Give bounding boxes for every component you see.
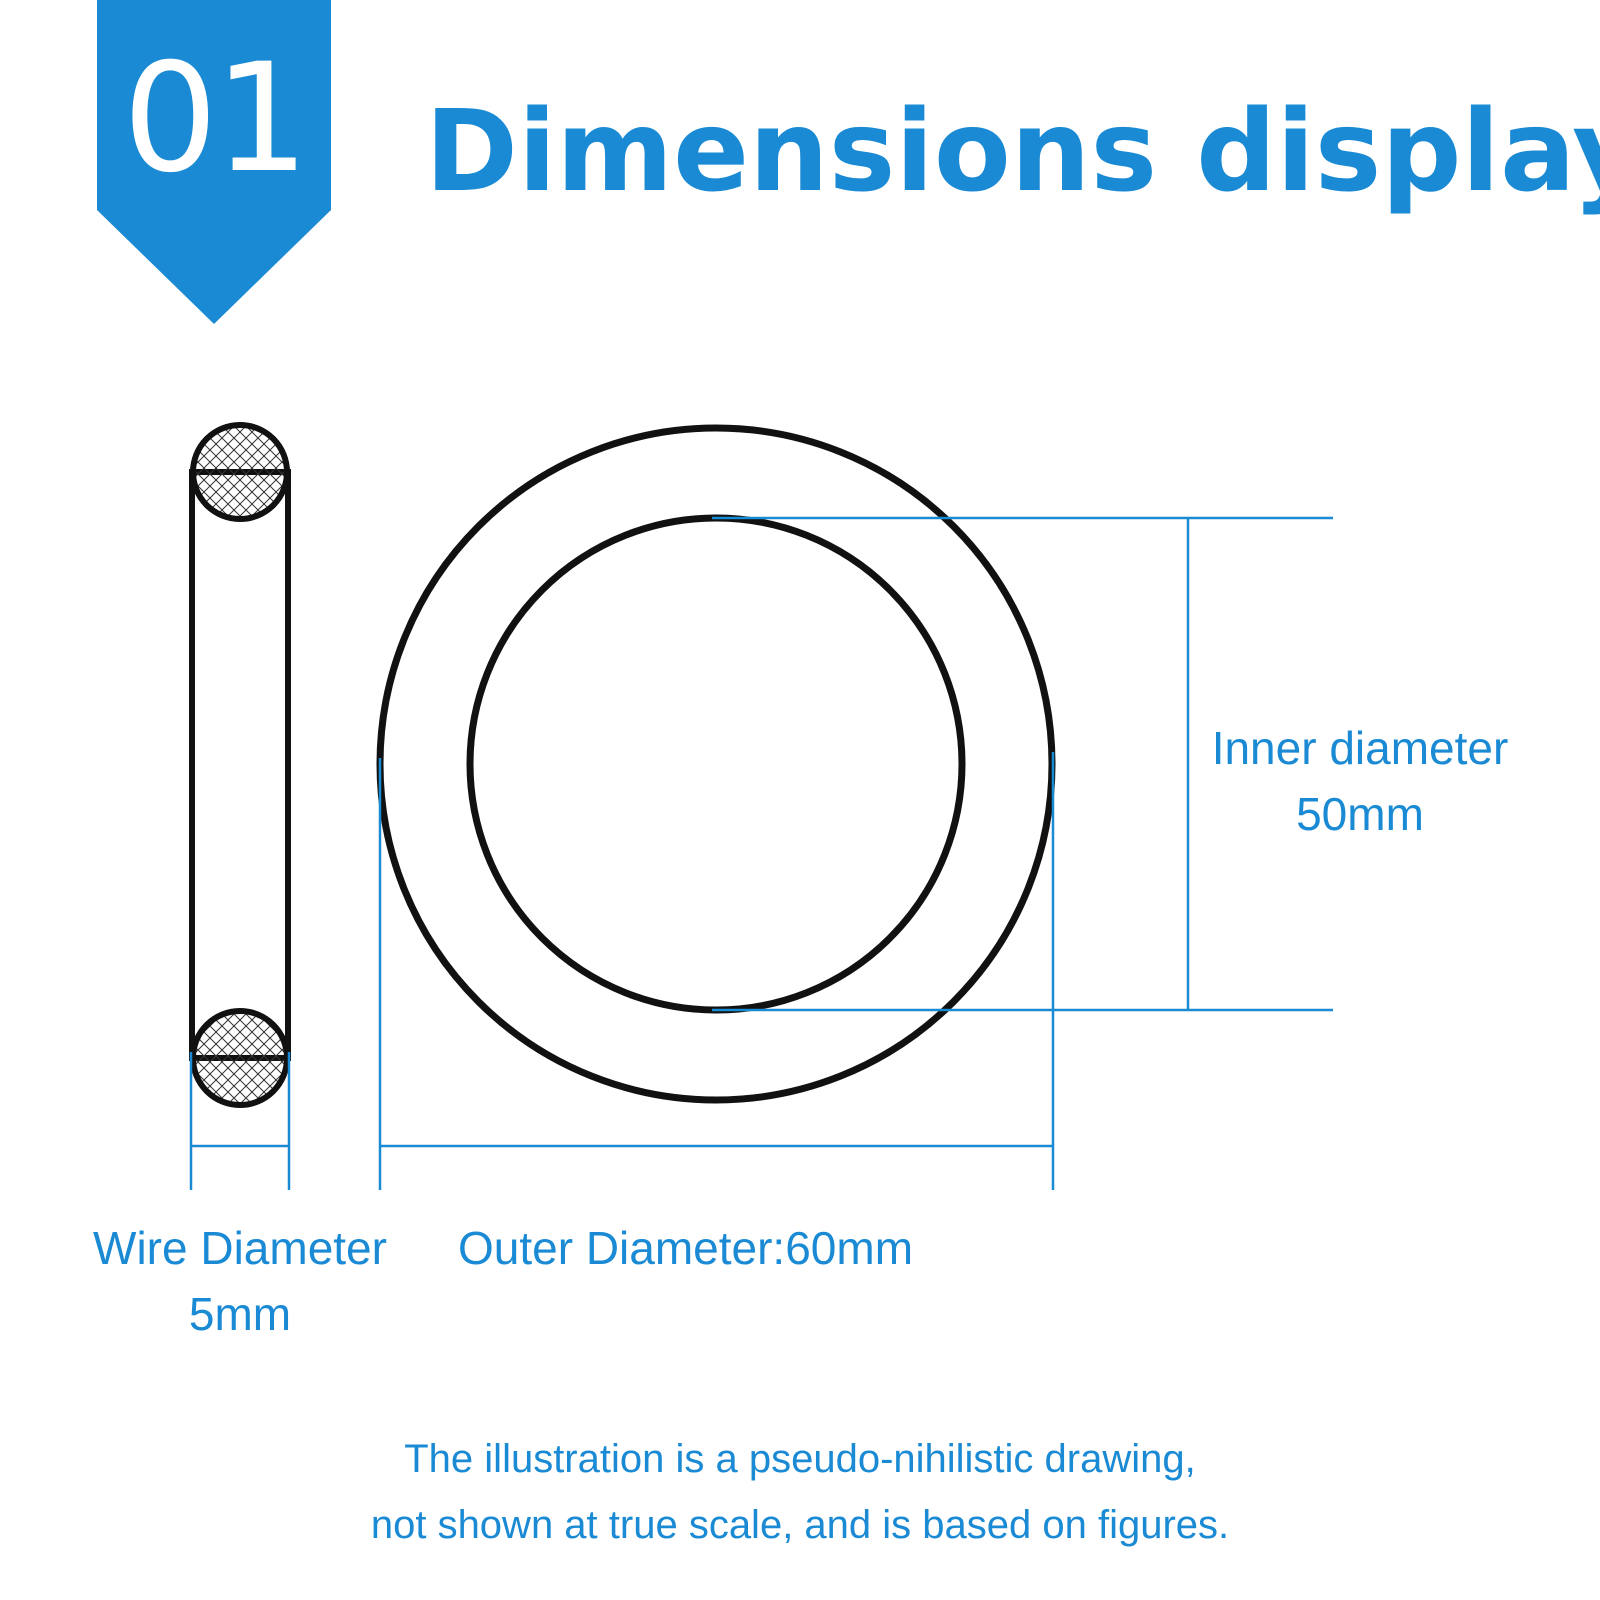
section-badge: 01 — [97, 0, 331, 324]
scale-note: The illustration is a pseudo-nihilistic … — [200, 1426, 1400, 1558]
scale-note-line-1: The illustration is a pseudo-nihilistic … — [404, 1437, 1196, 1481]
scale-note-line-2: not shown at true scale, and is based on… — [370, 1503, 1230, 1547]
wire-diameter-label: Wire Diameter 5mm — [60, 1215, 420, 1347]
badge-shape — [97, 0, 331, 324]
cross-section-bottom — [190, 1008, 290, 1108]
inner-diameter-label: Inner diameter 50mm — [1180, 715, 1540, 847]
dimension-lines — [189, 516, 1333, 1190]
side-view-body — [189, 469, 291, 1061]
inner-diameter-value: 50mm — [1296, 788, 1424, 840]
outer-circle — [376, 424, 1056, 1104]
inner-diameter-name: Inner diameter — [1211, 722, 1509, 774]
inner-circle — [466, 514, 966, 1014]
wire-diameter-value: 5mm — [188, 1288, 292, 1340]
o-ring-front-view — [376, 424, 1056, 1104]
badge-number: 01 — [122, 32, 310, 206]
wire-diameter-name: Wire Diameter — [93, 1222, 387, 1274]
cross-section-top — [190, 422, 290, 522]
page-title: Dimensions display — [425, 87, 1600, 217]
o-ring-side-view — [189, 422, 291, 1108]
outer-diameter-label: Outer Diameter:60mm — [458, 1222, 914, 1274]
